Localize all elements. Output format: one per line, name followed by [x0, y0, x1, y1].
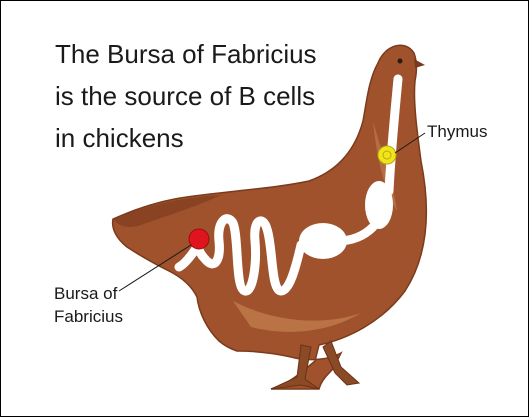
thymus-label: Thymus	[427, 122, 487, 142]
eye	[398, 59, 403, 64]
bursa-label-line-2: Fabricius	[54, 307, 123, 327]
beak	[414, 59, 425, 68]
bursa-of-fabricius-organ	[189, 229, 209, 249]
title-line-1: The Bursa of Fabricius	[55, 39, 317, 69]
title-line-3: in chickens	[55, 123, 184, 153]
thymus-organ	[378, 146, 396, 164]
gizzard	[299, 223, 347, 259]
crop	[365, 181, 393, 229]
title-line-2: is the source of B cells	[55, 81, 315, 111]
bursa-label-line-1: Bursa of	[54, 284, 117, 304]
